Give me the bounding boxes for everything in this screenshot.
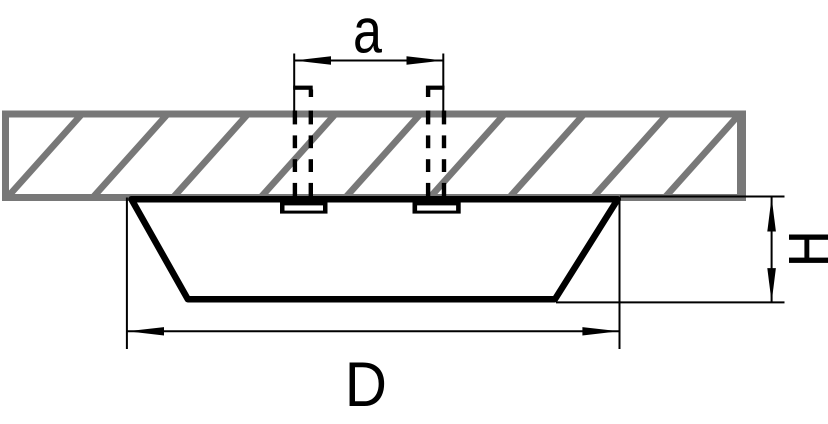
svg-text:D: D: [345, 349, 387, 420]
svg-text:a: a: [353, 0, 383, 67]
